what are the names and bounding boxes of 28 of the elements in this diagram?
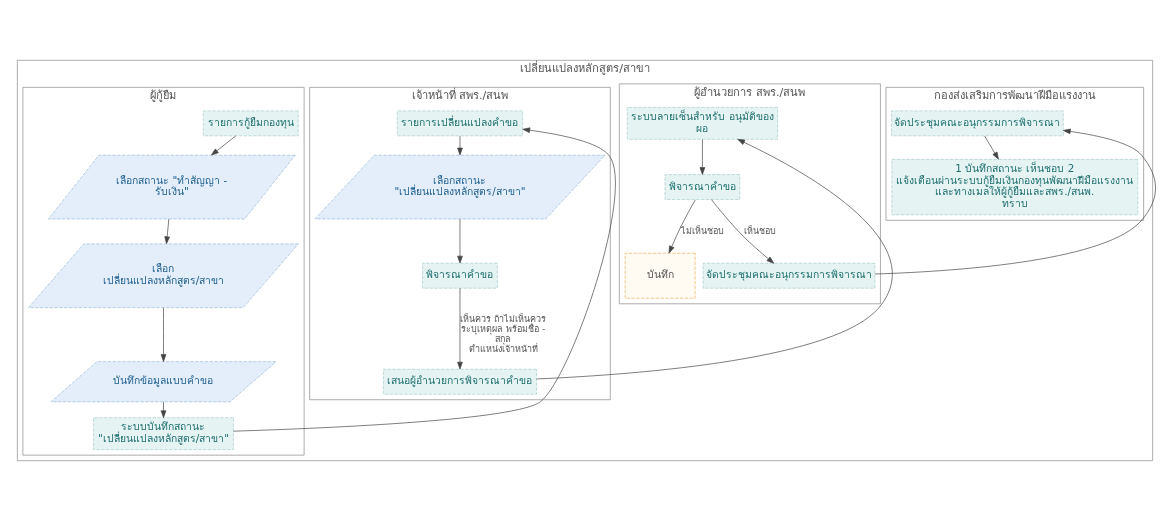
node-box: รายการกู้ยืมกองทุน bbox=[203, 110, 299, 136]
node-box: เสนอผู้อำนวยการพิจารณาคำขอ bbox=[383, 368, 537, 395]
arrow bbox=[874, 128, 1156, 274]
node-box: พิจารณาคำขอ bbox=[422, 262, 498, 289]
edge-label: เห็นควร ถ้าไม่เห็นควร ระบุเหตุผล พร้อมชื่อ - สกุล ตำแหน่งเจ้าหน้าที่ bbox=[460, 313, 547, 354]
arrow bbox=[711, 198, 775, 264]
node-box: พิจารณาคำขอ bbox=[664, 173, 741, 200]
node-box: ระบบลายเซ็นสำหรับ อนุมัติของ ผอ bbox=[626, 106, 778, 140]
arrow bbox=[160, 306, 167, 362]
edge-label: ไม่เห็นชอบ bbox=[680, 225, 724, 236]
arrow bbox=[211, 135, 237, 155]
arrow bbox=[160, 400, 167, 418]
arrow bbox=[457, 218, 463, 263]
arrow bbox=[457, 287, 463, 369]
node-box: รายการเปลี่ยนแปลงคำขอ bbox=[396, 110, 523, 136]
arrow bbox=[699, 138, 706, 175]
arrow bbox=[668, 199, 696, 253]
node-box: บันทึก bbox=[624, 252, 696, 299]
arrow bbox=[233, 126, 616, 432]
node-box: จัดประชุมคณะอนุกรรมการพิจารณา bbox=[891, 110, 1064, 136]
arrow bbox=[457, 135, 463, 155]
arrow bbox=[536, 138, 893, 379]
node-box: จัดประชุมคณะอนุกรรมการพิจารณา bbox=[702, 262, 876, 289]
arrow bbox=[984, 135, 999, 159]
edge-label: เห็นชอบ bbox=[743, 225, 776, 236]
node-box: ระบบบันทึกสถานะ "เปลี่ยนแปลงหลักสูตร/สาขา" bbox=[93, 416, 234, 450]
arrow bbox=[164, 218, 170, 244]
node-box: 1 บันทึกสถานะ เห็นชอบ 2 แจ้งเตือนผ่านระบบกู้ยืมเงินกองทุนพัฒนาฝีมือแรงงาน และทางเมลให้ผู้กู้ยืมและสพร./สนพ. ทราบ bbox=[891, 158, 1139, 215]
